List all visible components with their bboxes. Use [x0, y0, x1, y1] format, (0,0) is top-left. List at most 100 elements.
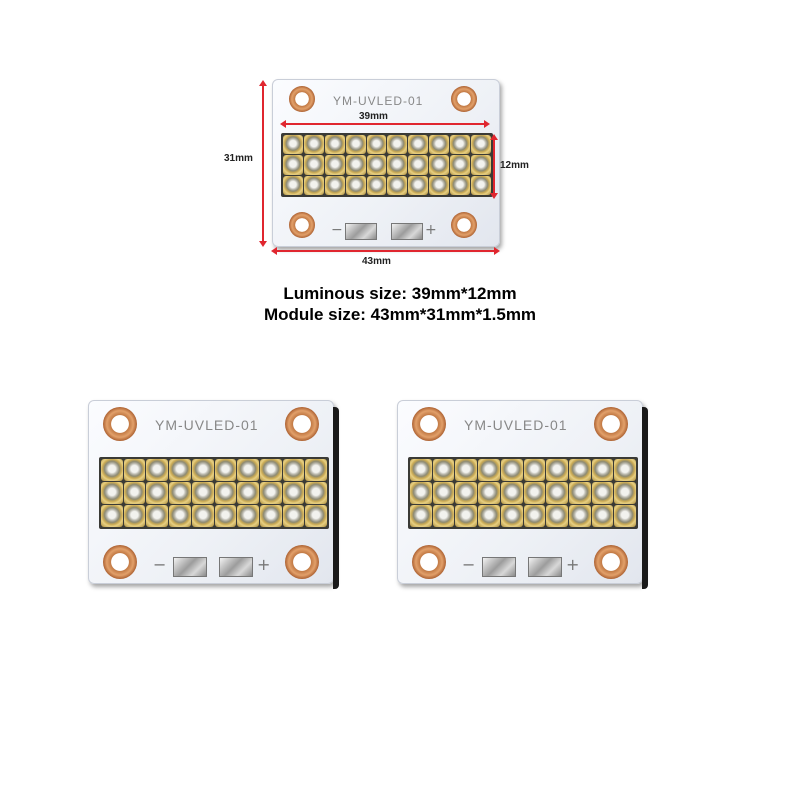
uv-led-chip: [410, 482, 432, 504]
uv-led-chip: [387, 135, 408, 155]
uv-led-chip: [568, 459, 591, 481]
uv-led-chip: [591, 505, 614, 527]
uv-led-chip: [123, 482, 146, 504]
dimension-line-luminous-height: [493, 139, 495, 194]
uv-led-chip: [546, 459, 568, 481]
uv-led-chip: [523, 482, 546, 504]
uv-led-chip: [429, 135, 450, 155]
uv-led-chip: [568, 482, 591, 504]
mounting-hole: [412, 407, 446, 441]
board-model-label: YM-UVLED-01: [333, 94, 424, 108]
negative-solder-pad: [173, 557, 207, 577]
uv-led-chip: [523, 459, 546, 481]
dimension-arrow: [490, 134, 498, 140]
uv-led-chip: [366, 135, 387, 155]
uv-led-chip: [366, 175, 387, 195]
uv-led-chip: [324, 135, 345, 155]
uv-led-chip: [305, 505, 327, 527]
mounting-hole: [103, 545, 137, 579]
uv-led-chip: [324, 175, 345, 195]
uv-led-chip: [450, 135, 471, 155]
uv-led-chip: [283, 155, 303, 175]
caption-luminous-size: Luminous size: 39mm*12mm: [283, 284, 517, 303]
uv-led-chip: [169, 459, 191, 481]
dimension-arrow: [484, 120, 490, 128]
uv-led-chip: [500, 459, 523, 481]
uv-led-chip: [450, 155, 471, 175]
negative-solder-pad: [482, 557, 516, 577]
uv-led-chip: [523, 505, 546, 527]
uv-led-chip: [146, 482, 169, 504]
uv-led-chip: [478, 505, 500, 527]
uv-led-chip: [345, 175, 366, 195]
uv-led-chip: [408, 155, 429, 175]
dimension-line-module-width: [276, 250, 494, 252]
uv-led-chip: [282, 505, 305, 527]
uv-led-chip: [214, 505, 237, 527]
uv-led-chip: [237, 459, 259, 481]
uv-led-chip: [455, 459, 478, 481]
uv-led-chip: [614, 482, 636, 504]
board-model-label: YM-UVLED-01: [155, 417, 259, 433]
uv-led-chip: [123, 505, 146, 527]
uv-led-chip: [410, 459, 432, 481]
uv-led-chip: [259, 505, 282, 527]
uv-led-chip: [345, 135, 366, 155]
mounting-hole: [594, 407, 628, 441]
uv-led-chip: [191, 482, 214, 504]
mounting-hole: [451, 86, 477, 112]
uv-led-chip: [101, 505, 123, 527]
negative-terminal-sign: −: [153, 555, 167, 574]
uv-led-chip: [324, 155, 345, 175]
uv-led-chip: [432, 459, 455, 481]
uv-led-chip: [478, 482, 500, 504]
uv-led-chip: [614, 459, 636, 481]
dimension-label-luminous-height: 12mm: [500, 160, 529, 171]
uv-led-array: [99, 457, 329, 529]
led-module-board-bottom-right: YM-UVLED-01 − +: [397, 400, 648, 589]
board-edge-shadow: [333, 407, 339, 589]
dimension-arrow: [494, 247, 500, 255]
negative-terminal-sign: −: [331, 222, 343, 238]
uv-led-chip: [146, 459, 169, 481]
uv-led-chip: [455, 482, 478, 504]
led-module-board-top: YM-UVLED-01 − +: [272, 79, 500, 247]
dimension-arrow: [490, 193, 498, 199]
uv-led-chip: [614, 505, 636, 527]
mounting-hole: [285, 407, 319, 441]
positive-solder-pad: [391, 223, 423, 240]
uv-led-chip: [282, 482, 305, 504]
uv-led-chip: [546, 482, 568, 504]
uv-led-chip: [432, 482, 455, 504]
led-module-board-bottom-left: YM-UVLED-01 − +: [88, 400, 339, 589]
uv-led-chip: [471, 155, 491, 175]
dimension-label-module-width: 43mm: [362, 256, 391, 267]
caption-module-size: Module size: 43mm*31mm*1.5mm: [263, 305, 537, 324]
uv-led-chip: [282, 459, 305, 481]
uv-led-chip: [408, 175, 429, 195]
uv-led-chip: [591, 482, 614, 504]
uv-led-chip: [303, 175, 324, 195]
uv-led-chip: [387, 155, 408, 175]
dimension-label-luminous-width: 39mm: [359, 111, 388, 122]
uv-led-chip: [237, 482, 259, 504]
uv-led-chip: [146, 505, 169, 527]
uv-led-chip: [305, 482, 327, 504]
uv-led-chip: [408, 135, 429, 155]
uv-led-chip: [101, 482, 123, 504]
dimension-arrow: [280, 120, 286, 128]
dimension-label-module-height: 31mm: [224, 153, 253, 164]
board-edge-shadow: [642, 407, 648, 589]
uv-led-chip: [169, 482, 191, 504]
uv-led-array: [408, 457, 638, 529]
dimension-line-module-height: [262, 85, 264, 242]
uv-led-chip: [123, 459, 146, 481]
mounting-hole: [289, 86, 315, 112]
mounting-hole: [412, 545, 446, 579]
uv-led-chip: [214, 482, 237, 504]
positive-solder-pad: [528, 557, 562, 577]
uv-led-chip: [429, 155, 450, 175]
mounting-hole: [451, 212, 477, 238]
uv-led-chip: [214, 459, 237, 481]
mounting-hole: [594, 545, 628, 579]
